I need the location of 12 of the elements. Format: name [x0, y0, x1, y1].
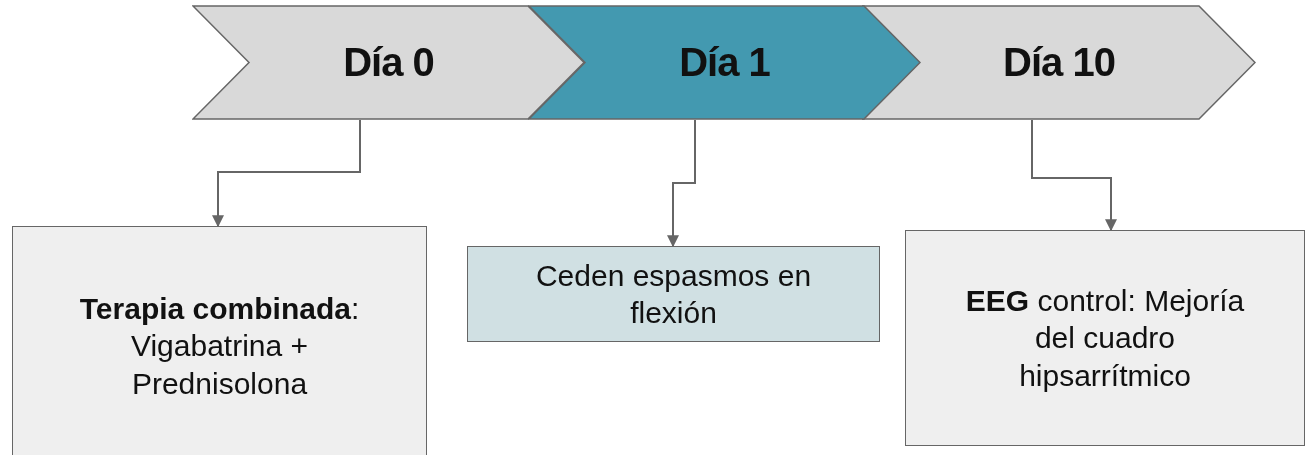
timeline-step — [528, 5, 921, 120]
text-box: Terapia combinada: Vigabatrina + Prednisolona — [12, 226, 427, 455]
text-box: Ceden espasmos en flexión — [467, 246, 880, 342]
day-label: Día 10 — [1003, 40, 1115, 85]
connector-arrow — [667, 119, 696, 248]
timeline-step — [192, 5, 585, 120]
connector-arrow — [1031, 119, 1117, 232]
connector-arrow — [212, 119, 361, 228]
day-label: Día 1 — [679, 40, 770, 85]
timeline-step — [862, 5, 1256, 120]
day-label: Día 0 — [343, 40, 434, 85]
text-box: EEG control: Mejoría del cuadro hipsarrítmico — [905, 230, 1305, 446]
